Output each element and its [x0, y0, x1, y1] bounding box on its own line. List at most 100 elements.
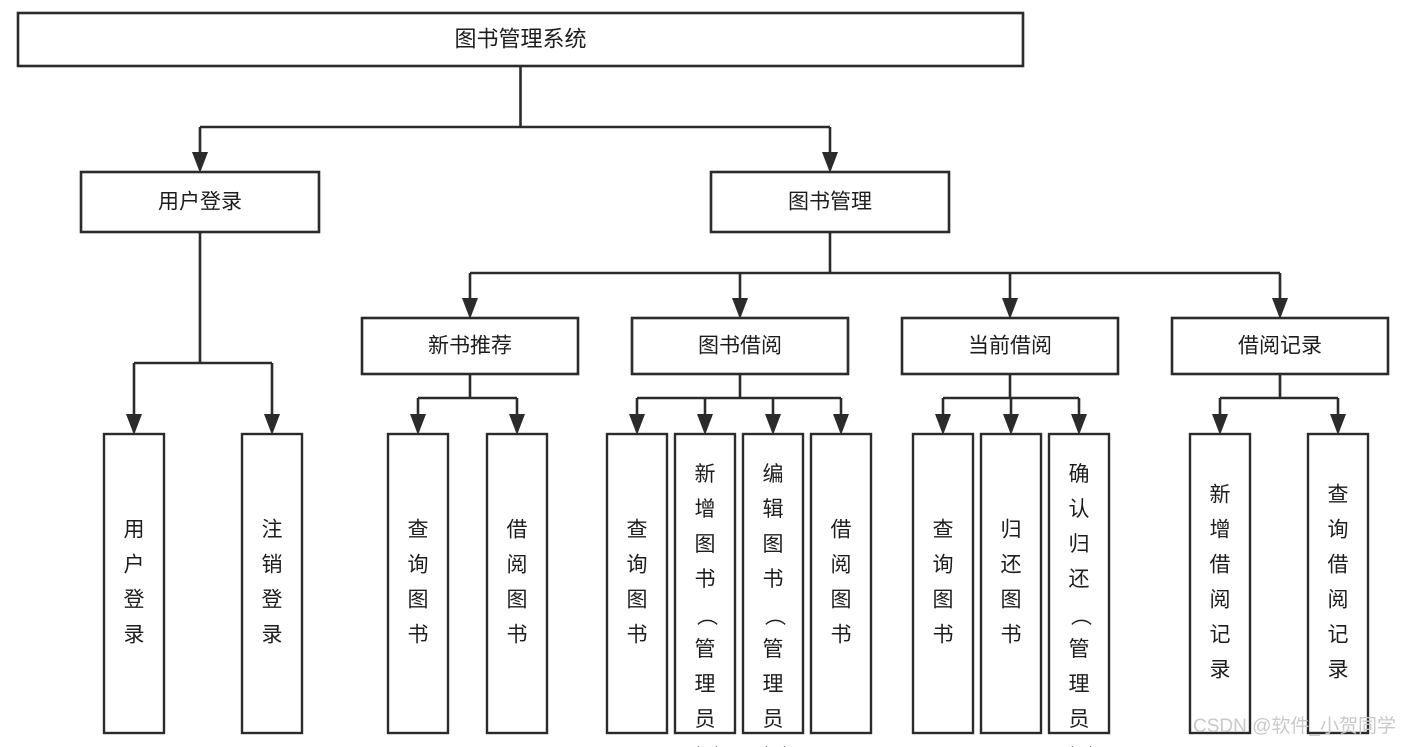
node-label-char: 确 — [1069, 463, 1090, 486]
node-label-char: 借 — [507, 519, 528, 542]
node-box-book-manage — [709, 170, 951, 234]
node-label-char: 管 — [1069, 638, 1090, 661]
node-label-char: 理 — [763, 673, 784, 696]
node-label-char: 借 — [831, 519, 852, 542]
node-new-book-rec[interactable]: 新书推荐 — [360, 316, 580, 376]
node-label-char: 理 — [1069, 673, 1090, 696]
node-label-char: 图 — [408, 589, 429, 612]
node-box-book-borrow — [630, 316, 850, 376]
node-box-leaf-return-book — [979, 432, 1043, 735]
node-label-char: 询 — [1328, 519, 1349, 542]
node-label-char: 书 — [831, 624, 852, 647]
node-box-leaf-borrow-book-2 — [809, 432, 873, 735]
node-label-char: 书 — [695, 568, 716, 591]
node-label-char: 户 — [124, 554, 145, 577]
node-label-char: 阅 — [831, 554, 852, 577]
node-label-char: 查 — [1328, 484, 1349, 507]
node-label-char: 辑 — [763, 498, 784, 521]
node-label-char: 还 — [1001, 554, 1022, 577]
node-borrow-record[interactable]: 借阅记录 — [1170, 316, 1390, 376]
node-label-borrow-record: 借阅记录 — [1238, 335, 1322, 358]
node-label-char: 阅 — [507, 554, 528, 577]
node-leaf-user-login[interactable]: 用户登录 — [102, 432, 166, 735]
node-label-char: 书 — [933, 624, 954, 647]
node-label-char: 理 — [695, 673, 716, 696]
node-user-login[interactable]: 用户登录 — [79, 170, 321, 234]
node-label-char: 借 — [1210, 554, 1231, 577]
node-label-char: 录 — [124, 624, 145, 647]
node-box-new-book-rec — [360, 316, 580, 376]
node-label-char: 编 — [763, 463, 784, 486]
csdn-watermark: CSDN @软件_小贺同学 — [1193, 715, 1396, 737]
node-label-char: 图 — [933, 589, 954, 612]
node-box-leaf-user-login — [102, 432, 166, 735]
node-label-char: 图 — [763, 533, 784, 556]
node-label-user-login: 用户登录 — [158, 191, 242, 214]
node-layer: 图书管理系统用户登录图书管理新书推荐图书借阅当前借阅借阅记录用户登录注销登录查询… — [16, 11, 1390, 747]
node-label-char: 新 — [695, 463, 716, 486]
node-label-char: 登 — [262, 589, 283, 612]
node-box-leaf-add-record — [1188, 432, 1252, 735]
node-label-char: 询 — [627, 554, 648, 577]
node-label-char: 查 — [408, 519, 429, 542]
node-label-char: 书 — [408, 624, 429, 647]
node-label-char: 录 — [262, 624, 283, 647]
connector-layer — [126, 66, 1346, 435]
node-label-char: 新 — [1210, 484, 1231, 507]
node-box-leaf-confirm-return — [1047, 432, 1111, 735]
node-label-char: 询 — [933, 554, 954, 577]
node-label-char: 员 — [695, 708, 716, 731]
node-label-char: 书 — [763, 568, 784, 591]
node-label-char: （ — [694, 605, 717, 626]
node-book-manage[interactable]: 图书管理 — [709, 170, 951, 234]
node-label-char: （ — [762, 605, 785, 626]
node-label-char: 管 — [695, 638, 716, 661]
node-label-char: 用 — [124, 519, 145, 542]
node-label-char: ） — [694, 745, 717, 747]
node-label-char: 阅 — [1210, 589, 1231, 612]
node-current-borrow[interactable]: 当前借阅 — [900, 316, 1120, 376]
node-root[interactable]: 图书管理系统 — [16, 11, 1025, 68]
node-label-char: 录 — [1328, 659, 1349, 682]
node-label-char: 增 — [1210, 519, 1231, 542]
node-box-leaf-edit-book — [741, 432, 805, 735]
node-label-char: 管 — [763, 638, 784, 661]
node-label-char: 员 — [763, 708, 784, 731]
node-box-borrow-record — [1170, 316, 1390, 376]
node-label-char: 查 — [627, 519, 648, 542]
node-label-root: 图书管理系统 — [454, 26, 586, 51]
node-label-char: 图 — [507, 589, 528, 612]
node-label-char: 归 — [1001, 519, 1022, 542]
node-box-leaf-query-record — [1306, 432, 1370, 735]
node-label-char: 图 — [627, 589, 648, 612]
node-label-current-borrow: 当前借阅 — [968, 335, 1052, 358]
node-box-root — [16, 11, 1025, 68]
node-label-char: 增 — [695, 498, 716, 521]
node-label-char: 书 — [1001, 624, 1022, 647]
node-book-borrow[interactable]: 图书借阅 — [630, 316, 850, 376]
node-label-char: 图 — [1001, 589, 1022, 612]
node-label-char: 询 — [408, 554, 429, 577]
node-box-leaf-query-book-2 — [605, 432, 669, 735]
node-label-char: 书 — [507, 624, 528, 647]
node-label-char: ） — [762, 745, 785, 747]
node-label-char: 图 — [831, 589, 852, 612]
node-label-char: 认 — [1069, 498, 1090, 521]
node-label-char: ） — [1068, 745, 1091, 747]
node-box-user-login — [79, 170, 321, 234]
node-label-char: 记 — [1210, 624, 1231, 647]
node-label-char: 书 — [627, 624, 648, 647]
